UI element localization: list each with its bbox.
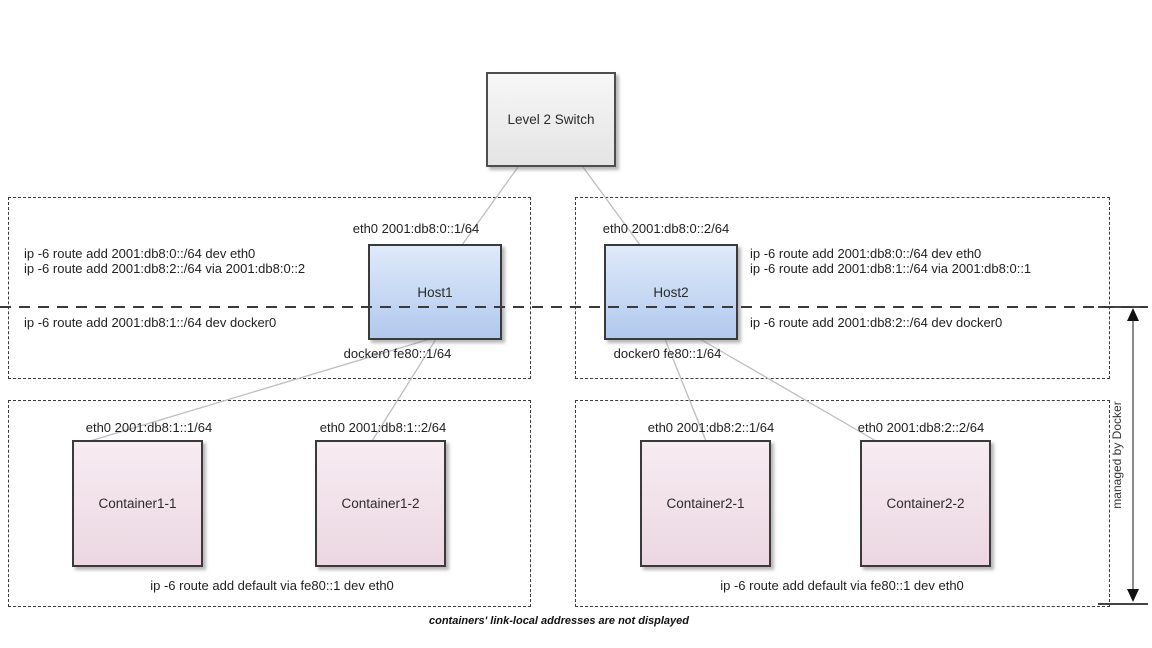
host2-node: Host2 — [604, 244, 738, 340]
container1-2-eth0-address-label: eth0 2001:db8:1::2/64 — [319, 420, 447, 435]
link-host2-container2-1 — [664, 338, 707, 442]
container1-2-label: Container1-2 — [341, 496, 420, 511]
host1-zone-border — [8, 197, 531, 379]
host2-docker-route: ip -6 route add 2001:db8:2::/64 dev dock… — [750, 315, 1003, 330]
host1-eth0-address-label: eth0 2001:db8:0::1/64 — [352, 221, 480, 236]
host2-zone-border — [575, 197, 1110, 379]
host1-node: Host1 — [368, 244, 502, 340]
level2-switch-node: Level 2 Switch — [486, 72, 616, 167]
link-host1-container1-1 — [89, 338, 431, 442]
containers1-zone-border — [8, 400, 531, 607]
host1-docker-route: ip -6 route add 2001:db8:1::/64 dev dock… — [24, 315, 277, 330]
host2-label: Host2 — [653, 284, 689, 300]
host1-eth-routes: ip -6 route add 2001:db8:0::/64 dev eth0… — [24, 246, 305, 276]
link-host2-container2-2 — [699, 338, 877, 442]
switch-label: Level 2 Switch — [507, 112, 595, 127]
containers1-default-route-caption: ip -6 route add default via fe80::1 dev … — [150, 578, 394, 593]
container1-1-label: Container1-1 — [98, 496, 177, 511]
footnote: containers' link-local addresses are not… — [429, 615, 689, 627]
containers2-default-route-caption: ip -6 route add default via fe80::1 dev … — [720, 578, 964, 593]
host2-docker0-address-label: docker0 fe80::1/64 — [613, 346, 722, 361]
host2-eth-routes: ip -6 route add 2001:db8:0::/64 dev eth0… — [750, 246, 1031, 276]
container2-1-eth0-address-label: eth0 2001:db8:2::1/64 — [647, 420, 775, 435]
link-switch-host2 — [582, 166, 641, 246]
containers2-zone-border — [575, 400, 1110, 607]
host2-route-1: ip -6 route add 2001:db8:0::/64 dev eth0 — [750, 246, 982, 261]
eth-docker-boundary-dashed-line — [0, 306, 1147, 308]
host1-label: Host1 — [417, 284, 453, 300]
container2-2-node: Container2-2 — [860, 440, 991, 567]
host1-docker0-address-label: docker0 fe80::1/64 — [343, 346, 452, 361]
arrow-head-down — [1127, 589, 1139, 602]
container2-1-node: Container2-1 — [640, 440, 771, 567]
host2-eth0-address-label: eth0 2001:db8:0::2/64 — [602, 221, 730, 236]
link-host1-container1-2 — [371, 338, 437, 442]
host2-route-2: ip -6 route add 2001:db8:1::/64 via 2001… — [750, 261, 1032, 276]
container1-1-eth0-address-label: eth0 2001:db8:1::1/64 — [85, 420, 213, 435]
host1-route-1: ip -6 route add 2001:db8:0::/64 dev eth0 — [24, 246, 256, 261]
arrow-head-up — [1127, 308, 1139, 321]
host1-route-2: ip -6 route add 2001:db8:2::/64 via 2001… — [24, 261, 306, 276]
container2-2-eth0-address-label: eth0 2001:db8:2::2/64 — [857, 420, 985, 435]
container1-2-node: Container1-2 — [315, 440, 446, 567]
container1-1-node: Container1-1 — [72, 440, 203, 567]
container2-1-label: Container2-1 — [666, 496, 745, 511]
container2-2-label: Container2-2 — [886, 496, 965, 511]
link-switch-host1 — [461, 166, 519, 246]
managed-by-docker-label: managed by Docker — [1110, 401, 1124, 509]
